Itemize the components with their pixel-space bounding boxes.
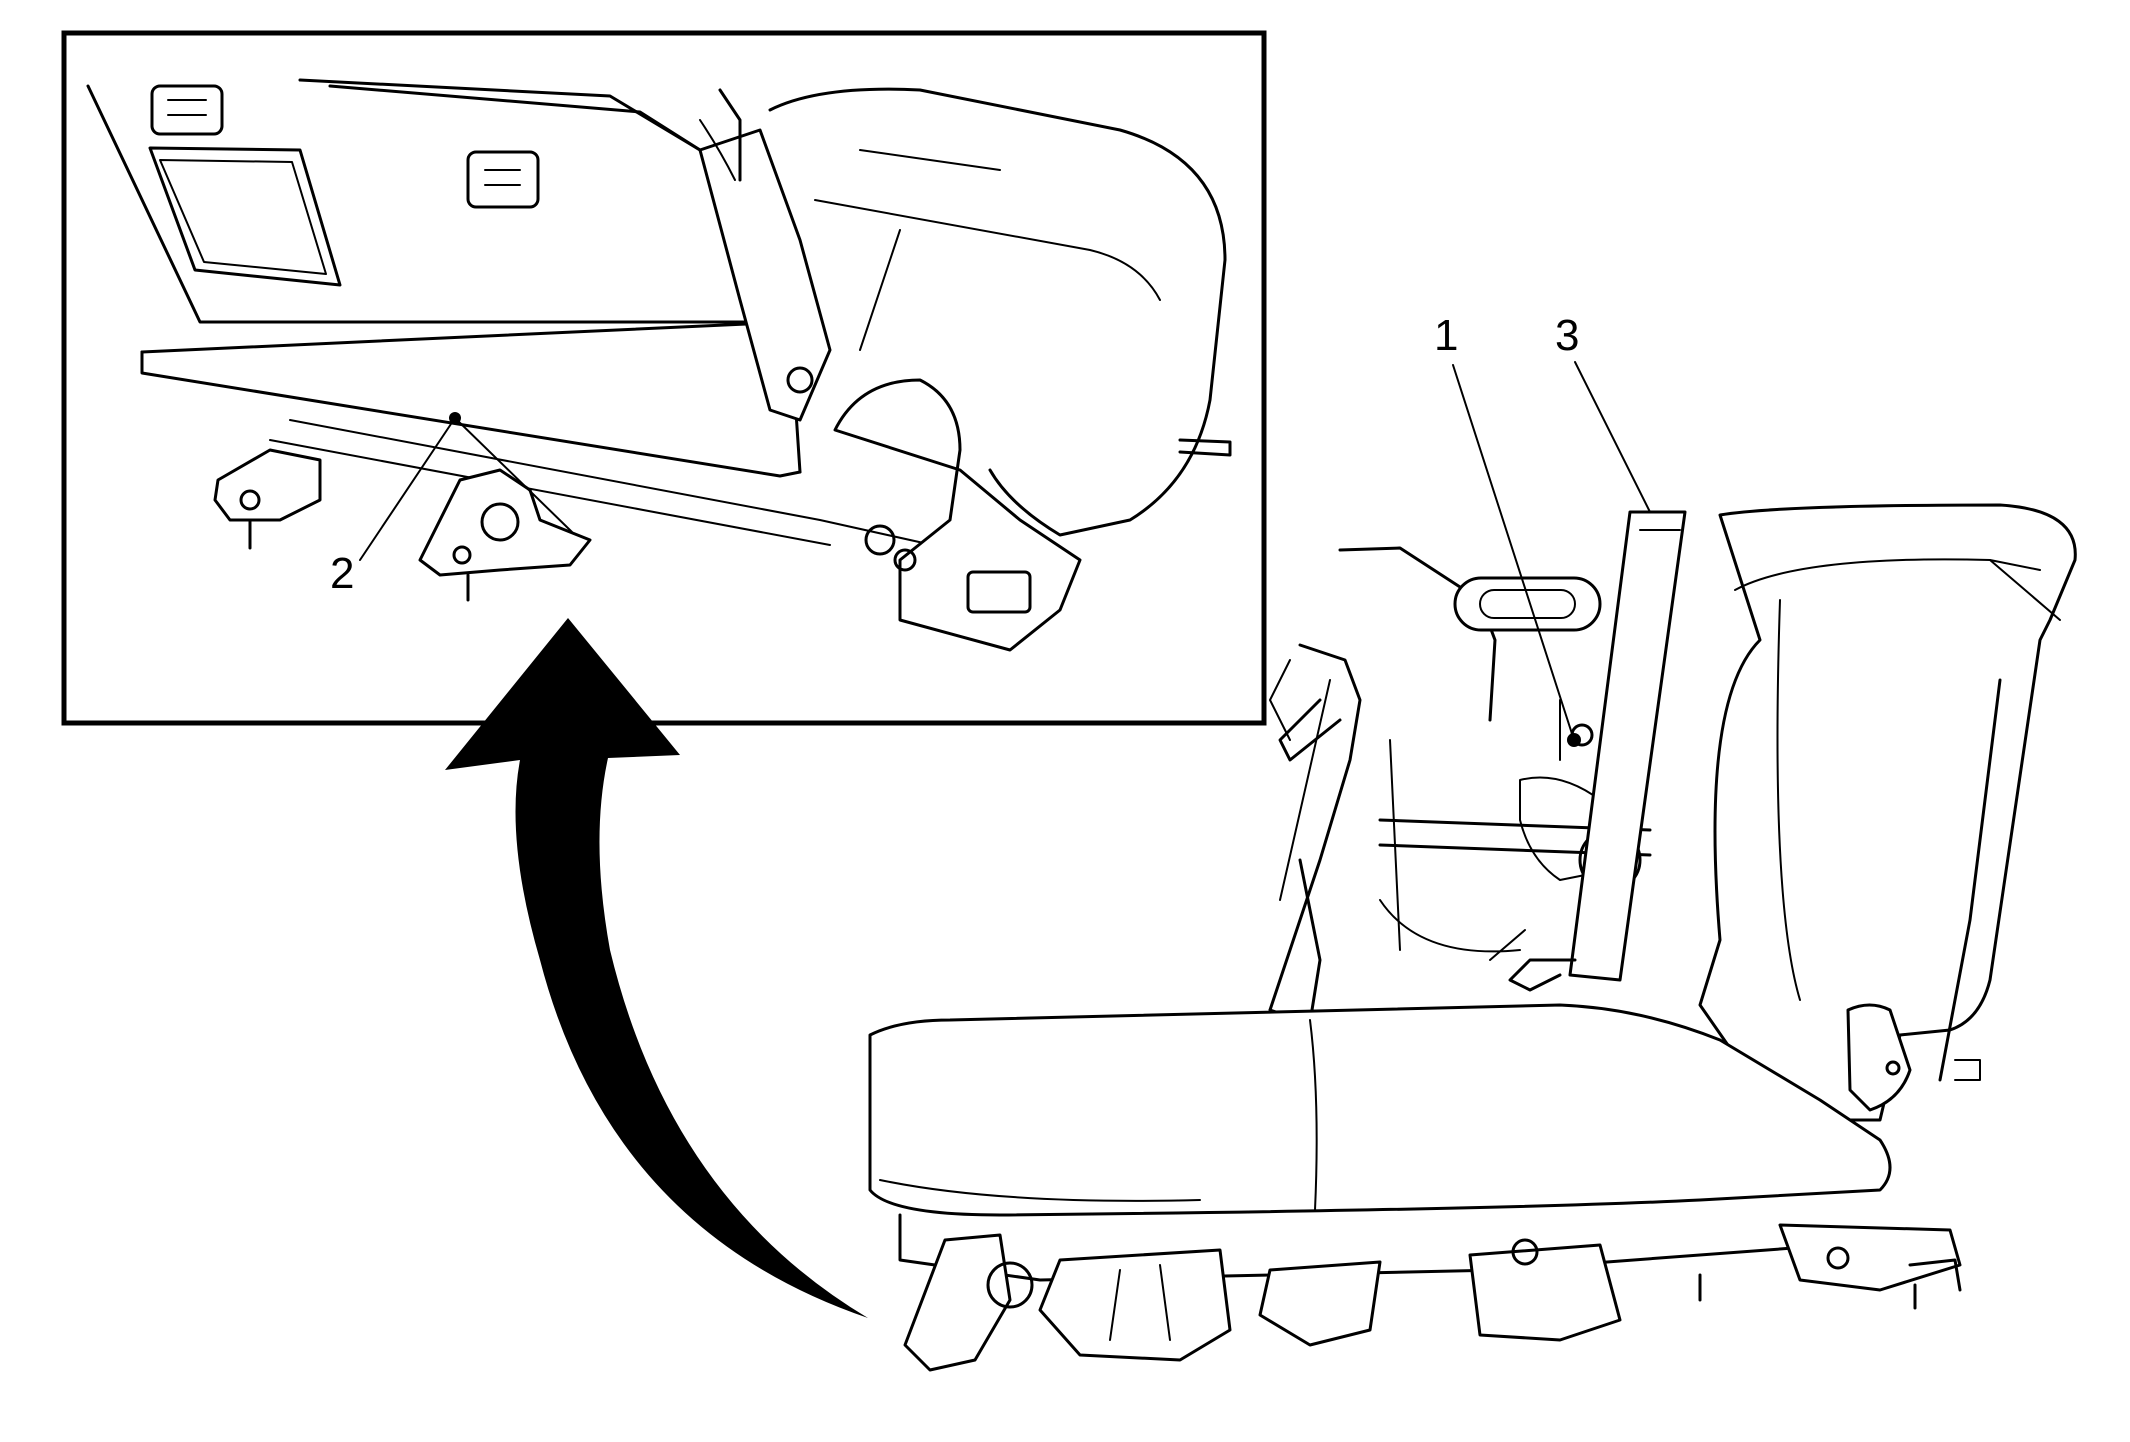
leader-line-3 (1574, 361, 1651, 513)
main-seat (868, 503, 2077, 1372)
belt-retractor-column (1489, 510, 1687, 992)
leader-line-2 (359, 417, 456, 561)
inset-frame (61, 30, 1267, 726)
leader-line-1 (1452, 364, 1575, 741)
inset-anchor-left (213, 448, 322, 550)
inset-hinge-bracket (698, 88, 1082, 652)
inset-anchor-right (418, 468, 592, 602)
inset-seat-cushion (768, 87, 1232, 537)
seat-riser-base (898, 1213, 1962, 1372)
detail-inset: 2 (61, 30, 1267, 726)
callout-2: 2 (330, 549, 354, 598)
leader-line-2b (454, 417, 573, 533)
curved-arrow (445, 618, 868, 1318)
callout-1: 1 (1434, 311, 1458, 360)
seat-back-cushion (1698, 503, 2077, 1122)
main-callouts: 1 3 (1434, 311, 1651, 747)
seat-bottom-cushion (868, 1003, 1892, 1217)
callout-3: 3 (1555, 311, 1579, 360)
